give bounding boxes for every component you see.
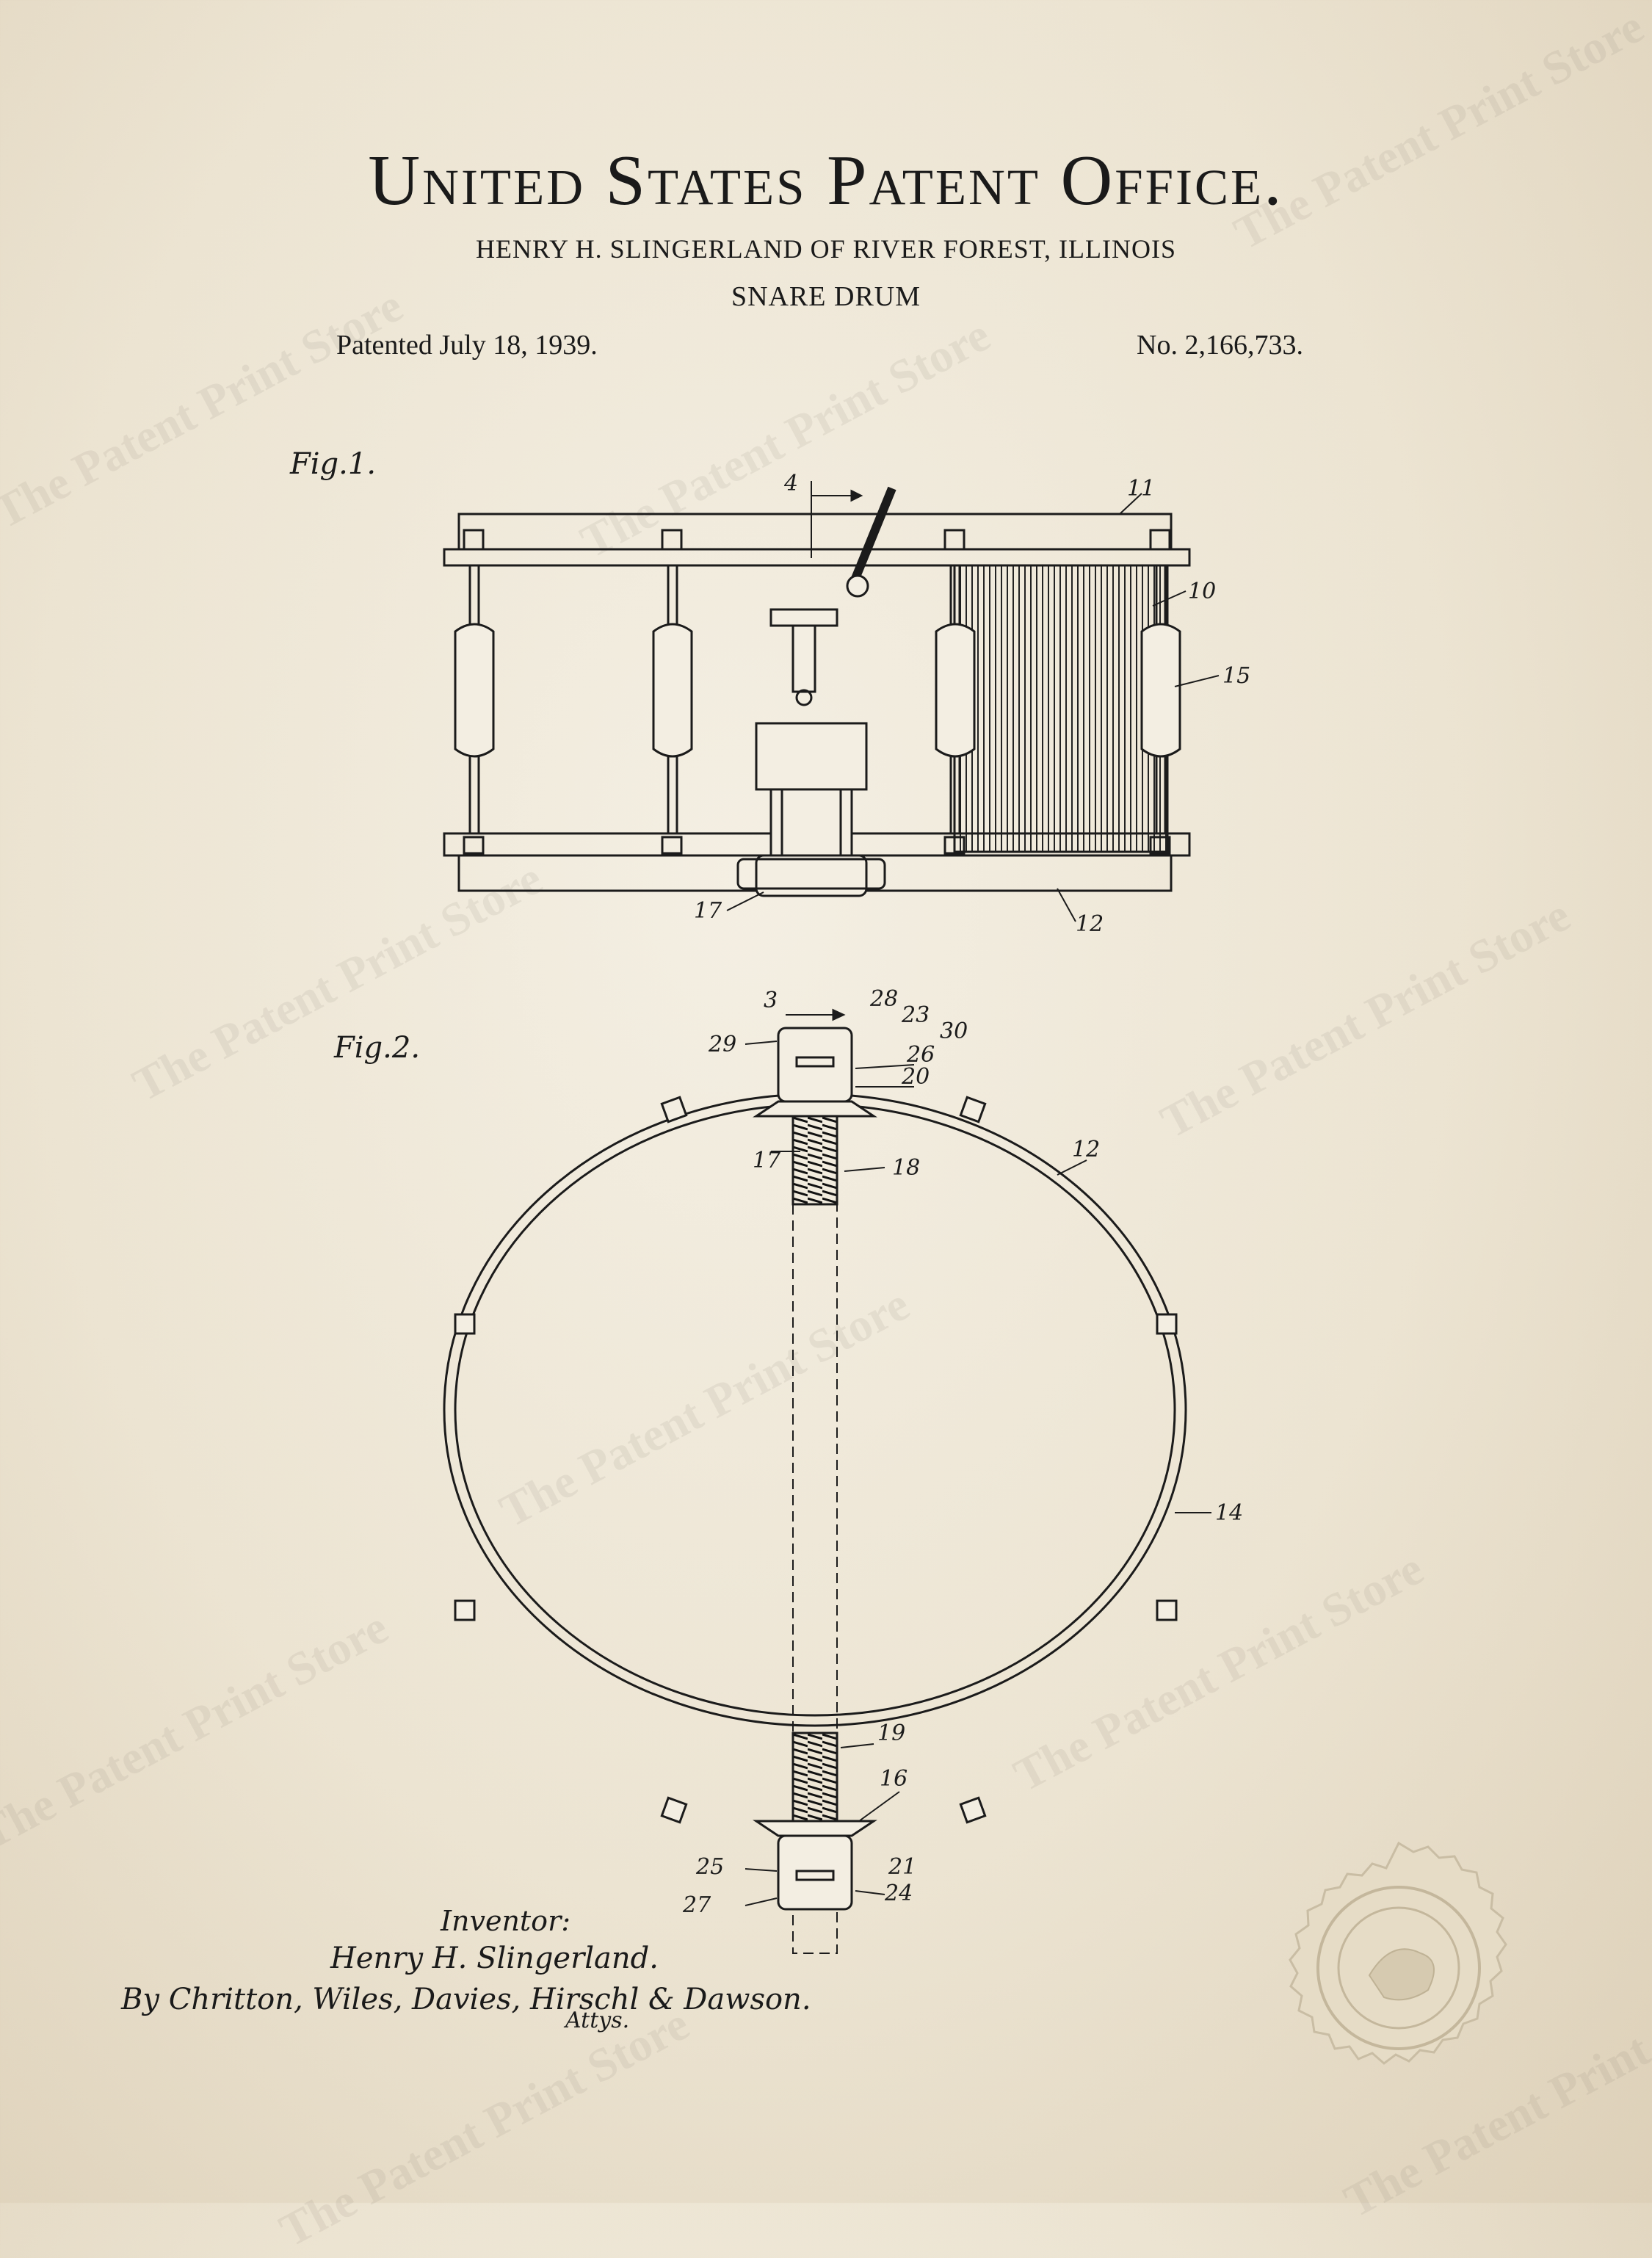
- snare-wires: [791, 1115, 838, 1954]
- patent-number: No. 2,166,733.: [1137, 330, 1303, 361]
- signature-attorneys: By Chritton, Wiles, Davies, Hirschl & Da…: [121, 1983, 811, 2016]
- ref-15: 15: [1222, 663, 1250, 689]
- hoop-nuts: [463, 529, 1171, 855]
- patent-drawing: 4 11 10 15 17 12 Fig.1.: [289, 447, 1507, 2065]
- ref-23: 23: [901, 1002, 930, 1028]
- figure-2-bottom-view: [443, 1008, 1211, 1954]
- ref-19: 19: [877, 1720, 905, 1746]
- patent-seal: [1289, 1841, 1507, 2065]
- ref-17: 17: [694, 898, 722, 924]
- figure-1-side-view: [443, 481, 1220, 922]
- ref-4: 4: [783, 471, 798, 496]
- patent-office-title: United States Patent Office.: [368, 141, 1284, 220]
- figure-1-label: Fig.1.: [289, 447, 376, 481]
- ref-25: 25: [695, 1854, 724, 1880]
- ref-28: 28: [869, 986, 898, 1012]
- inventor-line: HENRY H. SLINGERLAND OF RIVER FOREST, IL…: [476, 234, 1176, 264]
- ref-24: 24: [884, 1881, 913, 1906]
- ref-21: 21: [888, 1854, 916, 1880]
- bottom-strainer: [753, 1820, 877, 1911]
- figure-2-label: Fig.2.: [333, 1031, 420, 1065]
- patent-subject: SNARE DRUM: [731, 281, 921, 312]
- figure-2-labels: 3 28 23 30 29 26 20 17 18 12 14 19 16 25…: [682, 986, 1243, 1918]
- top-strainer: [753, 1027, 877, 1118]
- figure-1-labels: 4 11 10 15 17 12: [694, 471, 1250, 937]
- ref-27: 27: [682, 1892, 711, 1918]
- ref-14: 14: [1215, 1500, 1243, 1526]
- tension-lugs: [454, 623, 1181, 758]
- signature-heading: Inventor:: [441, 1905, 571, 1937]
- ref-16: 16: [880, 1766, 907, 1792]
- ref-20: 20: [901, 1064, 930, 1090]
- ref-26: 26: [906, 1042, 935, 1068]
- ref-17b: 17: [753, 1148, 781, 1173]
- ref-11: 11: [1127, 476, 1155, 502]
- signature-inventor: Henry H. Slingerland.: [330, 1942, 659, 1975]
- hoop-claws: [454, 1096, 1178, 1824]
- ref-18: 18: [892, 1155, 920, 1181]
- ref-30: 30: [940, 1018, 968, 1044]
- drum-shell: [953, 564, 1169, 853]
- ref-12: 12: [1076, 911, 1104, 937]
- ref-12b: 12: [1072, 1137, 1100, 1162]
- top-hoop: [443, 548, 1191, 567]
- ref-10: 10: [1188, 579, 1216, 604]
- ref-3: 3: [764, 988, 778, 1013]
- signature-attys: Attys.: [565, 2008, 630, 2033]
- patented-date: Patented July 18, 1939.: [336, 330, 598, 361]
- ref-29: 29: [708, 1032, 736, 1057]
- snare-strainer: [736, 486, 896, 897]
